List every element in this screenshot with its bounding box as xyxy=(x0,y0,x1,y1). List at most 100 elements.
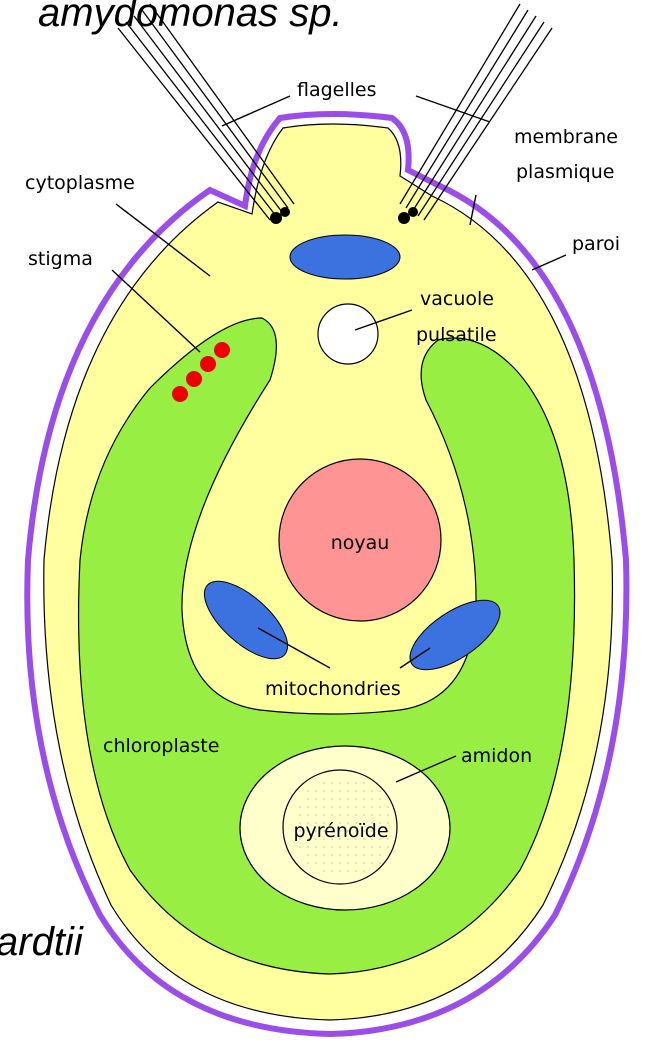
contractile-vacuole xyxy=(318,304,378,364)
pyrenoid-dot xyxy=(355,790,357,792)
pyrenoid-dot xyxy=(323,790,325,792)
label-cytoplasme: cytoplasme xyxy=(25,172,135,194)
pyrenoid-dot xyxy=(339,798,341,800)
pyrenoid-dot xyxy=(355,782,357,784)
pyrenoid-dot xyxy=(379,862,381,864)
pyrenoid-dot xyxy=(347,782,349,784)
pyrenoid-dot xyxy=(331,862,333,864)
flagellum-base-right xyxy=(408,207,418,217)
pyrenoid-dot xyxy=(371,806,373,808)
pyrenoid-dot xyxy=(355,854,357,856)
pyrenoid-dot xyxy=(379,814,381,816)
flagellum-base-left xyxy=(280,207,290,217)
pyrenoid-dot xyxy=(331,846,333,848)
pyrenoid-dot xyxy=(307,854,309,856)
label-noyau: noyau xyxy=(331,532,390,554)
pyrenoid-dot xyxy=(379,846,381,848)
pyrenoid-dot xyxy=(347,798,349,800)
pyrenoid-dot xyxy=(331,814,333,816)
pyrenoid-dot xyxy=(371,846,373,848)
pyrenoid-dot xyxy=(331,854,333,856)
basal-body xyxy=(290,235,400,279)
pyrenoid-dot xyxy=(307,814,309,816)
pyrenoid-dot xyxy=(315,846,317,848)
flagellum-base-right xyxy=(398,212,410,224)
pyrenoid-dot xyxy=(387,806,389,808)
pyrenoid-dot xyxy=(379,790,381,792)
pyrenoid-dot xyxy=(339,846,341,848)
pyrenoid-dot xyxy=(371,814,373,816)
pyrenoid-dot xyxy=(347,814,349,816)
pyrenoid-dot xyxy=(387,846,389,848)
label-vacuole-pulsatile-2: pulsatile xyxy=(416,324,497,346)
caption-fragment: ardtii xyxy=(0,920,84,964)
pyrenoid-dot xyxy=(363,814,365,816)
stigma-dot xyxy=(186,371,202,387)
label-stigma: stigma xyxy=(28,248,93,270)
pyrenoid-dot xyxy=(347,790,349,792)
stigma-dot xyxy=(200,356,216,372)
label-membrane-plasmique-2: plasmique xyxy=(516,161,614,183)
stigma-dot xyxy=(214,342,230,358)
pyrenoid-dot xyxy=(307,806,309,808)
pyrenoid-dot xyxy=(339,814,341,816)
pyrenoid-dot xyxy=(339,862,341,864)
title-fragment: amydomonas sp. xyxy=(38,0,343,35)
pyrenoid-dot xyxy=(363,798,365,800)
pyrenoid-dot xyxy=(379,854,381,856)
pyrenoid-dot xyxy=(299,806,301,808)
label-paroi: paroi xyxy=(572,233,620,255)
pyrenoid-dot xyxy=(355,806,357,808)
pyrenoid-dot xyxy=(355,798,357,800)
pyrenoid-dot xyxy=(347,854,349,856)
pyrenoid-dot xyxy=(371,790,373,792)
pyrenoid-dot xyxy=(371,854,373,856)
pyrenoid-dot xyxy=(347,862,349,864)
pyrenoid-dot xyxy=(339,806,341,808)
flagellum-base-left xyxy=(270,212,282,224)
pyrenoid-dot xyxy=(347,870,349,872)
pyrenoid-dot xyxy=(371,798,373,800)
pyrenoid-dot xyxy=(363,846,365,848)
pyrenoid-dot xyxy=(315,790,317,792)
pyrenoid-dot xyxy=(315,806,317,808)
pyrenoid-dot xyxy=(307,846,309,848)
pyrenoid-dot xyxy=(315,854,317,856)
label-chloroplaste: chloroplaste xyxy=(103,735,219,757)
pyrenoid-dot xyxy=(379,798,381,800)
pyrenoid-dot xyxy=(347,846,349,848)
pyrenoid-dot xyxy=(363,870,365,872)
pyrenoid-dot xyxy=(339,782,341,784)
label-membrane-plasmique-1: membrane xyxy=(514,126,618,148)
pyrenoid-dot xyxy=(323,854,325,856)
pyrenoid-dot xyxy=(307,798,309,800)
pyrenoid-dot xyxy=(323,798,325,800)
pyrenoid-dot xyxy=(339,854,341,856)
pyrenoid-dot xyxy=(315,862,317,864)
pyrenoid-dot xyxy=(363,806,365,808)
pyrenoid-dot xyxy=(363,854,365,856)
pyrenoid-dot xyxy=(299,814,301,816)
pyrenoid-dot xyxy=(331,798,333,800)
pyrenoid-dot xyxy=(323,806,325,808)
flagellum-right xyxy=(400,4,552,220)
pyrenoid-dot xyxy=(331,870,333,872)
pyrenoid-dot xyxy=(323,862,325,864)
pyrenoid-dot xyxy=(323,846,325,848)
pyrenoid-dot xyxy=(363,790,365,792)
pyrenoid-dot xyxy=(355,846,357,848)
pyrenoid-dot xyxy=(323,870,325,872)
pyrenoid-dot xyxy=(355,870,357,872)
label-amidon: amidon xyxy=(461,745,532,767)
pyrenoid-dot xyxy=(299,846,301,848)
pyrenoid-dot xyxy=(387,814,389,816)
pyrenoid-dot xyxy=(371,862,373,864)
pyrenoid-dot xyxy=(379,806,381,808)
stigma-dot xyxy=(172,386,188,402)
pyrenoid-dot xyxy=(331,806,333,808)
pyrenoid-dot xyxy=(307,790,309,792)
pyrenoid-dot xyxy=(339,870,341,872)
label-vacuole-pulsatile-1: vacuole xyxy=(420,288,494,310)
pyrenoid-dot xyxy=(331,790,333,792)
